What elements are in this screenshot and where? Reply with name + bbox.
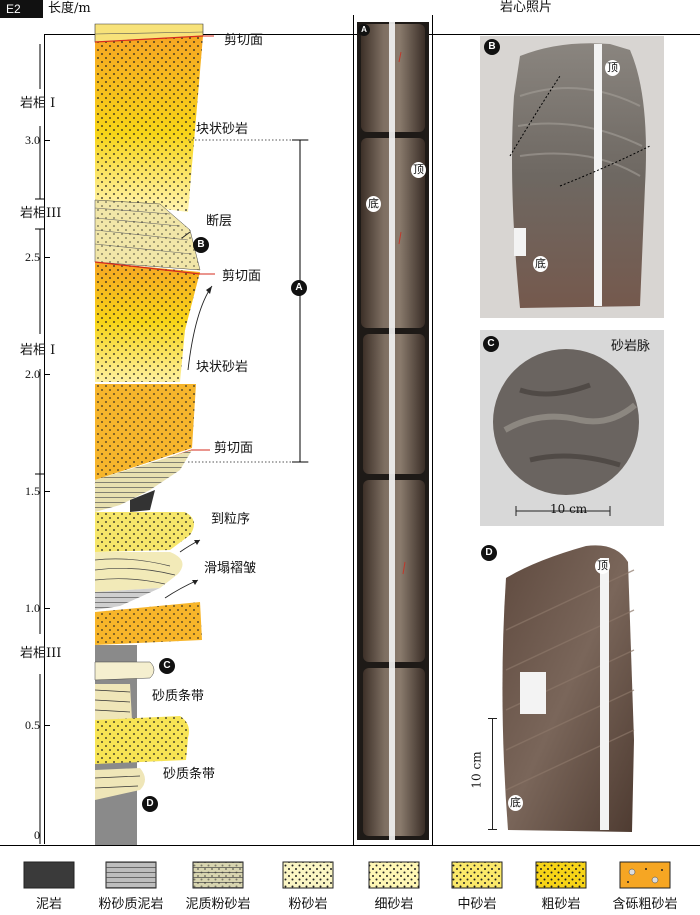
photo-d-scale-cap-top [488, 718, 497, 719]
annotation-slump-folds: 滑塌褶皱 [204, 562, 256, 576]
photo-d-scale-cap-bottom [488, 829, 497, 830]
legend-label-siltstone: 粉砂岩 [265, 893, 351, 912]
legend-swatch-fine-sandstone [369, 862, 419, 888]
badge-a-interval: A [291, 280, 307, 296]
legend-swatch-muddy-siltstone [193, 862, 243, 888]
legend-label-pebbly-coarse-sandstone: 含砾粗砂岩 [602, 893, 688, 912]
legend-label-mudstone: 泥岩 [6, 893, 92, 912]
annotation-shear-mid: 剪切面 [222, 270, 261, 284]
badge-d-log: D [142, 796, 158, 812]
badge-c-log: C [159, 658, 175, 674]
legend-swatch-siltstone [283, 862, 333, 888]
core-a-bottom-marker: 底 [366, 196, 381, 212]
photo-d-bottom-marker: 底 [508, 795, 523, 811]
badge-d-photo: D [481, 545, 497, 561]
photo-d-scale-bar [492, 718, 493, 830]
photo-b-top-marker: 顶 [605, 60, 620, 76]
badge-b-log: B [193, 237, 209, 253]
badge-b-photo: B [484, 39, 500, 55]
annotation-massive-top: 块状砂岩 [196, 123, 248, 137]
legend-swatch-mudstone [24, 862, 74, 888]
core-photo-b [480, 36, 664, 318]
photo-b-bottom-marker: 底 [533, 256, 548, 272]
frame-bottom-line [0, 845, 700, 846]
legend-swatch-pebbly-coarse-sandstone [620, 862, 670, 888]
legend-swatch-silty-mudstone [106, 862, 156, 888]
annotation-massive-mid: 块状砂岩 [196, 361, 248, 375]
photo-c-scale: 10 cm [550, 502, 587, 516]
log-bed-slump-fold [95, 552, 183, 592]
core-a-top-marker: 顶 [411, 162, 426, 178]
legend-label-silty-mudstone: 粉砂质泥岩 [88, 893, 174, 912]
photo-d-scale: 10 cm [470, 751, 484, 788]
legend-swatch-coarse-sandstone [536, 862, 586, 888]
annotation-inverse-grading: 到粒序 [211, 513, 250, 527]
legend-swatch-medium-sandstone [452, 862, 502, 888]
photo-d-top-marker: 顶 [595, 558, 610, 574]
legend-label-medium-sandstone: 中砂岩 [434, 893, 520, 912]
core-photo-c [480, 330, 664, 526]
column-divider-1 [353, 15, 354, 845]
legend-label-muddy-siltstone: 泥质粉砂岩 [175, 893, 261, 912]
annotation-fault: 断层 [206, 215, 232, 229]
badge-c-photo: C [483, 336, 499, 352]
annotation-sandy-band-1: 砂质条带 [152, 690, 204, 704]
annotation-sandy-band-2: 砂质条带 [163, 768, 215, 782]
annotation-shear-low: 剪切面 [214, 442, 253, 456]
legend-swatches [0, 860, 700, 892]
stratigraphic-log [0, 0, 353, 845]
core-photo-d [496, 540, 646, 832]
column-divider-2 [432, 15, 433, 845]
legend-label-fine-sandstone: 细砂岩 [351, 893, 437, 912]
photos-title: 岩心照片 [500, 1, 552, 15]
photo-c-label: 砂岩脉 [611, 340, 650, 354]
annotation-shear-top: 剪切面 [224, 34, 263, 48]
core-photo-a [357, 22, 429, 840]
badge-a-photo: A [358, 24, 370, 36]
legend-label-coarse-sandstone: 粗砂岩 [518, 893, 604, 912]
